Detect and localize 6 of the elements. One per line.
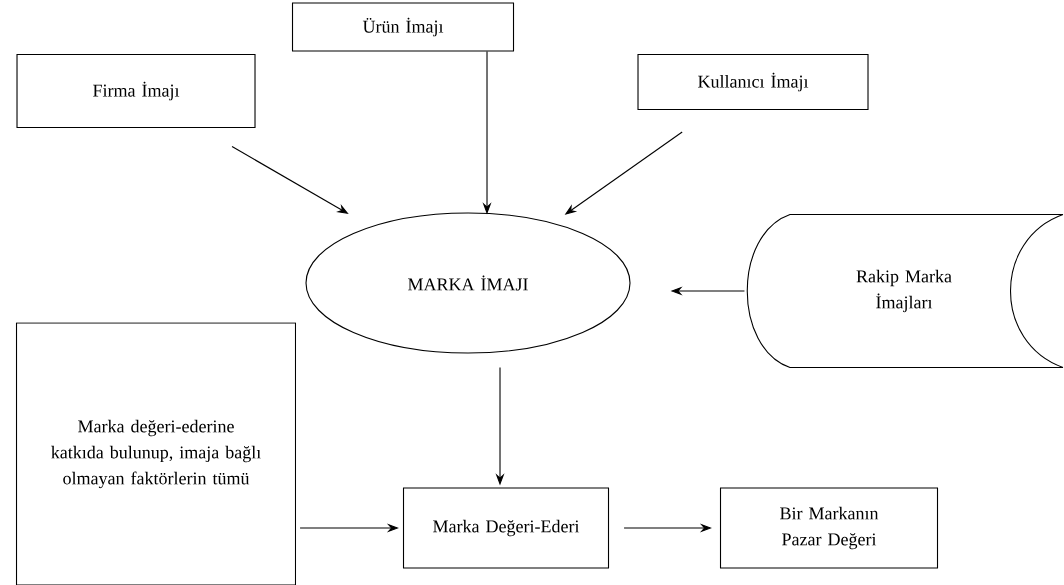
process-box: Kullanıcı İmajı — [637, 53, 869, 111]
process-box: Marka Değeri-Ederi — [402, 487, 610, 569]
process-box: Firma İmajı — [16, 53, 256, 129]
process-box: Marka değeri-ederine katkıda bulunup, imaja bağlı olmayan faktörlerin tümü — [15, 322, 297, 585]
process-box: Bir Markanın Pazar Değeri — [719, 487, 939, 569]
process-box: Ürün İmajı — [291, 2, 515, 52]
